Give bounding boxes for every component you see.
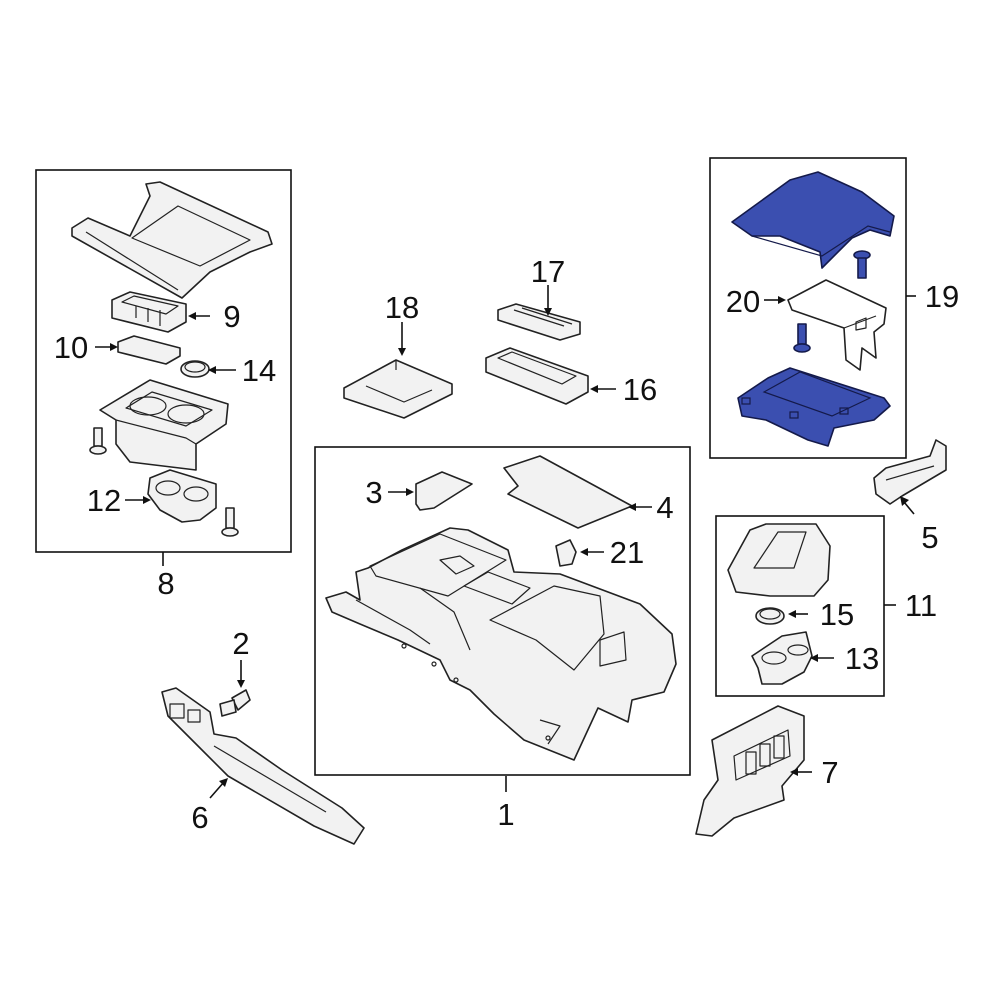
callout-21: 21	[610, 535, 644, 570]
callout-8: 8	[157, 566, 174, 601]
rear-panel-7	[695, 705, 805, 837]
cup-insert-14	[180, 360, 210, 378]
callout-11: 11	[905, 588, 937, 623]
console-lid-18	[343, 359, 453, 419]
callout-6: 6	[191, 800, 208, 835]
callout-10: 10	[54, 330, 88, 365]
callout-4: 4	[656, 490, 673, 525]
callout-16: 16	[623, 372, 657, 407]
mat-17	[497, 303, 581, 341]
group-box-19	[709, 157, 907, 459]
callout-9: 9	[223, 299, 240, 334]
shifter-bezel-11	[727, 523, 831, 597]
bracket-5	[873, 439, 947, 505]
side-panel-6	[161, 687, 365, 845]
callout-7: 7	[821, 755, 838, 790]
storage-tray-9	[111, 291, 187, 333]
bolt-20b	[793, 323, 811, 353]
armrest-base[interactable]	[737, 367, 891, 447]
screw-8a	[89, 427, 107, 455]
mat-4	[503, 455, 633, 529]
cup-insert-15	[755, 607, 785, 625]
console-bezel-frame	[71, 181, 273, 299]
tray-16	[485, 347, 589, 405]
cup-holder-12	[147, 469, 217, 523]
cup-holder-housing	[99, 379, 229, 471]
group-box-11	[715, 515, 885, 697]
callout-14: 14	[242, 353, 276, 388]
group-box-1	[314, 446, 691, 776]
armrest-lid-19[interactable]	[731, 171, 895, 269]
callout-12: 12	[87, 483, 121, 518]
push-pin-2	[219, 689, 251, 717]
mat-10	[117, 335, 181, 365]
cup-holder-13	[751, 631, 813, 685]
callout-2: 2	[232, 626, 249, 661]
callout-18: 18	[385, 290, 419, 325]
callout-3: 3	[365, 475, 382, 510]
callout-1: 1	[497, 797, 514, 832]
callout-19: 19	[925, 279, 959, 314]
callout-5: 5	[921, 520, 938, 555]
bolt-20a	[853, 250, 871, 279]
screw-8b	[221, 507, 239, 537]
console-body-1	[325, 527, 677, 761]
callout-13: 13	[845, 641, 879, 676]
callout-17: 17	[531, 254, 565, 289]
callout-15: 15	[820, 597, 854, 632]
bracket-20	[787, 279, 887, 371]
callout-20: 20	[726, 284, 760, 319]
clip-21	[555, 539, 577, 567]
mat-3	[415, 471, 473, 511]
